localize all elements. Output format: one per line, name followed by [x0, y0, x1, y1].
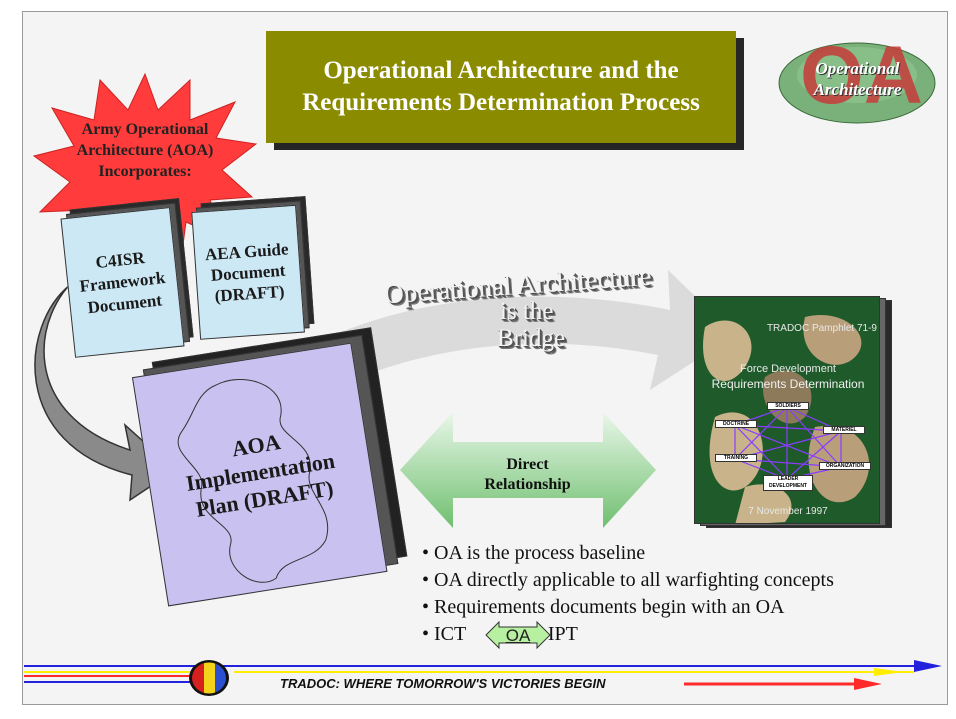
tradoc-pamphlet-book: TRADOC Pamphlet 71-9 Force Development R…	[694, 296, 894, 536]
bullet-item: • OA directly applicable to all warfight…	[422, 569, 834, 591]
direct-relationship-line2: Relationship	[484, 476, 571, 493]
oa-logo: OA Operational Architecture	[775, 30, 940, 128]
bridge-line3: Bridge	[497, 325, 566, 352]
oa-logo-line1: Operational	[815, 59, 900, 78]
bullet-list: • OA is the process baseline • OA direct…	[422, 540, 834, 649]
bridge-line2: is the	[500, 298, 554, 325]
tradoc-node-leader-development: LEADER DEVELOPMENT	[763, 475, 813, 491]
oa-logo-line2: Architecture	[813, 80, 902, 99]
ipt-label: IPT	[547, 623, 578, 645]
tradoc-node-materiel: MATERIEL	[823, 426, 865, 434]
star-label: Army Operational Architecture (AOA) Inco…	[76, 121, 214, 180]
oa-small-label: OA	[505, 626, 531, 645]
oa-logo-letters: OA	[800, 30, 923, 121]
tradoc-node-doctrine: DOCTRINE	[715, 420, 757, 428]
bullet-item: • Requirements documents begin with an O…	[422, 596, 785, 618]
bullet-item: • OA is the process baseline	[422, 542, 646, 564]
oa-small-arrow	[485, 621, 551, 649]
aea-book: AEA Guide Document (DRAFT)	[191, 196, 315, 351]
tradoc-node-soldiers: SOLDIERS	[767, 402, 809, 410]
tradoc-pamphlet-number: TRADOC Pamphlet 71-9	[766, 323, 877, 334]
direct-relationship-arrow	[400, 412, 656, 528]
tradoc-date: 7 November 1997	[748, 506, 828, 517]
tradoc-node-training: TRAINING	[715, 454, 757, 462]
tradoc-node-organization: ORGANIZATION	[819, 462, 871, 470]
aoa-plan-book: AOA Implementation Plan (DRAFT)	[131, 327, 408, 624]
tradoc-patch-icon	[189, 660, 229, 696]
footer-lines	[24, 660, 942, 690]
tradoc-subtitle: Force Development	[740, 363, 836, 375]
footer-slogan: TRADOC: WHERE TOMORROW'S VICTORIES BEGIN	[280, 676, 606, 691]
bridge-arrow	[190, 270, 735, 443]
aoa-plan-map-outline	[177, 379, 329, 583]
curved-arrow	[34, 274, 177, 502]
direct-relationship-line1: Direct	[506, 456, 549, 473]
ict-label: ICT	[434, 623, 466, 645]
c4isr-book: C4ISR Framework Document	[60, 198, 194, 368]
page-title: Operational Architecture and the Require…	[266, 31, 736, 143]
bullet-item-ict: • ICT IPT OA	[422, 621, 834, 649]
tradoc-title: Requirements Determination	[711, 377, 865, 391]
